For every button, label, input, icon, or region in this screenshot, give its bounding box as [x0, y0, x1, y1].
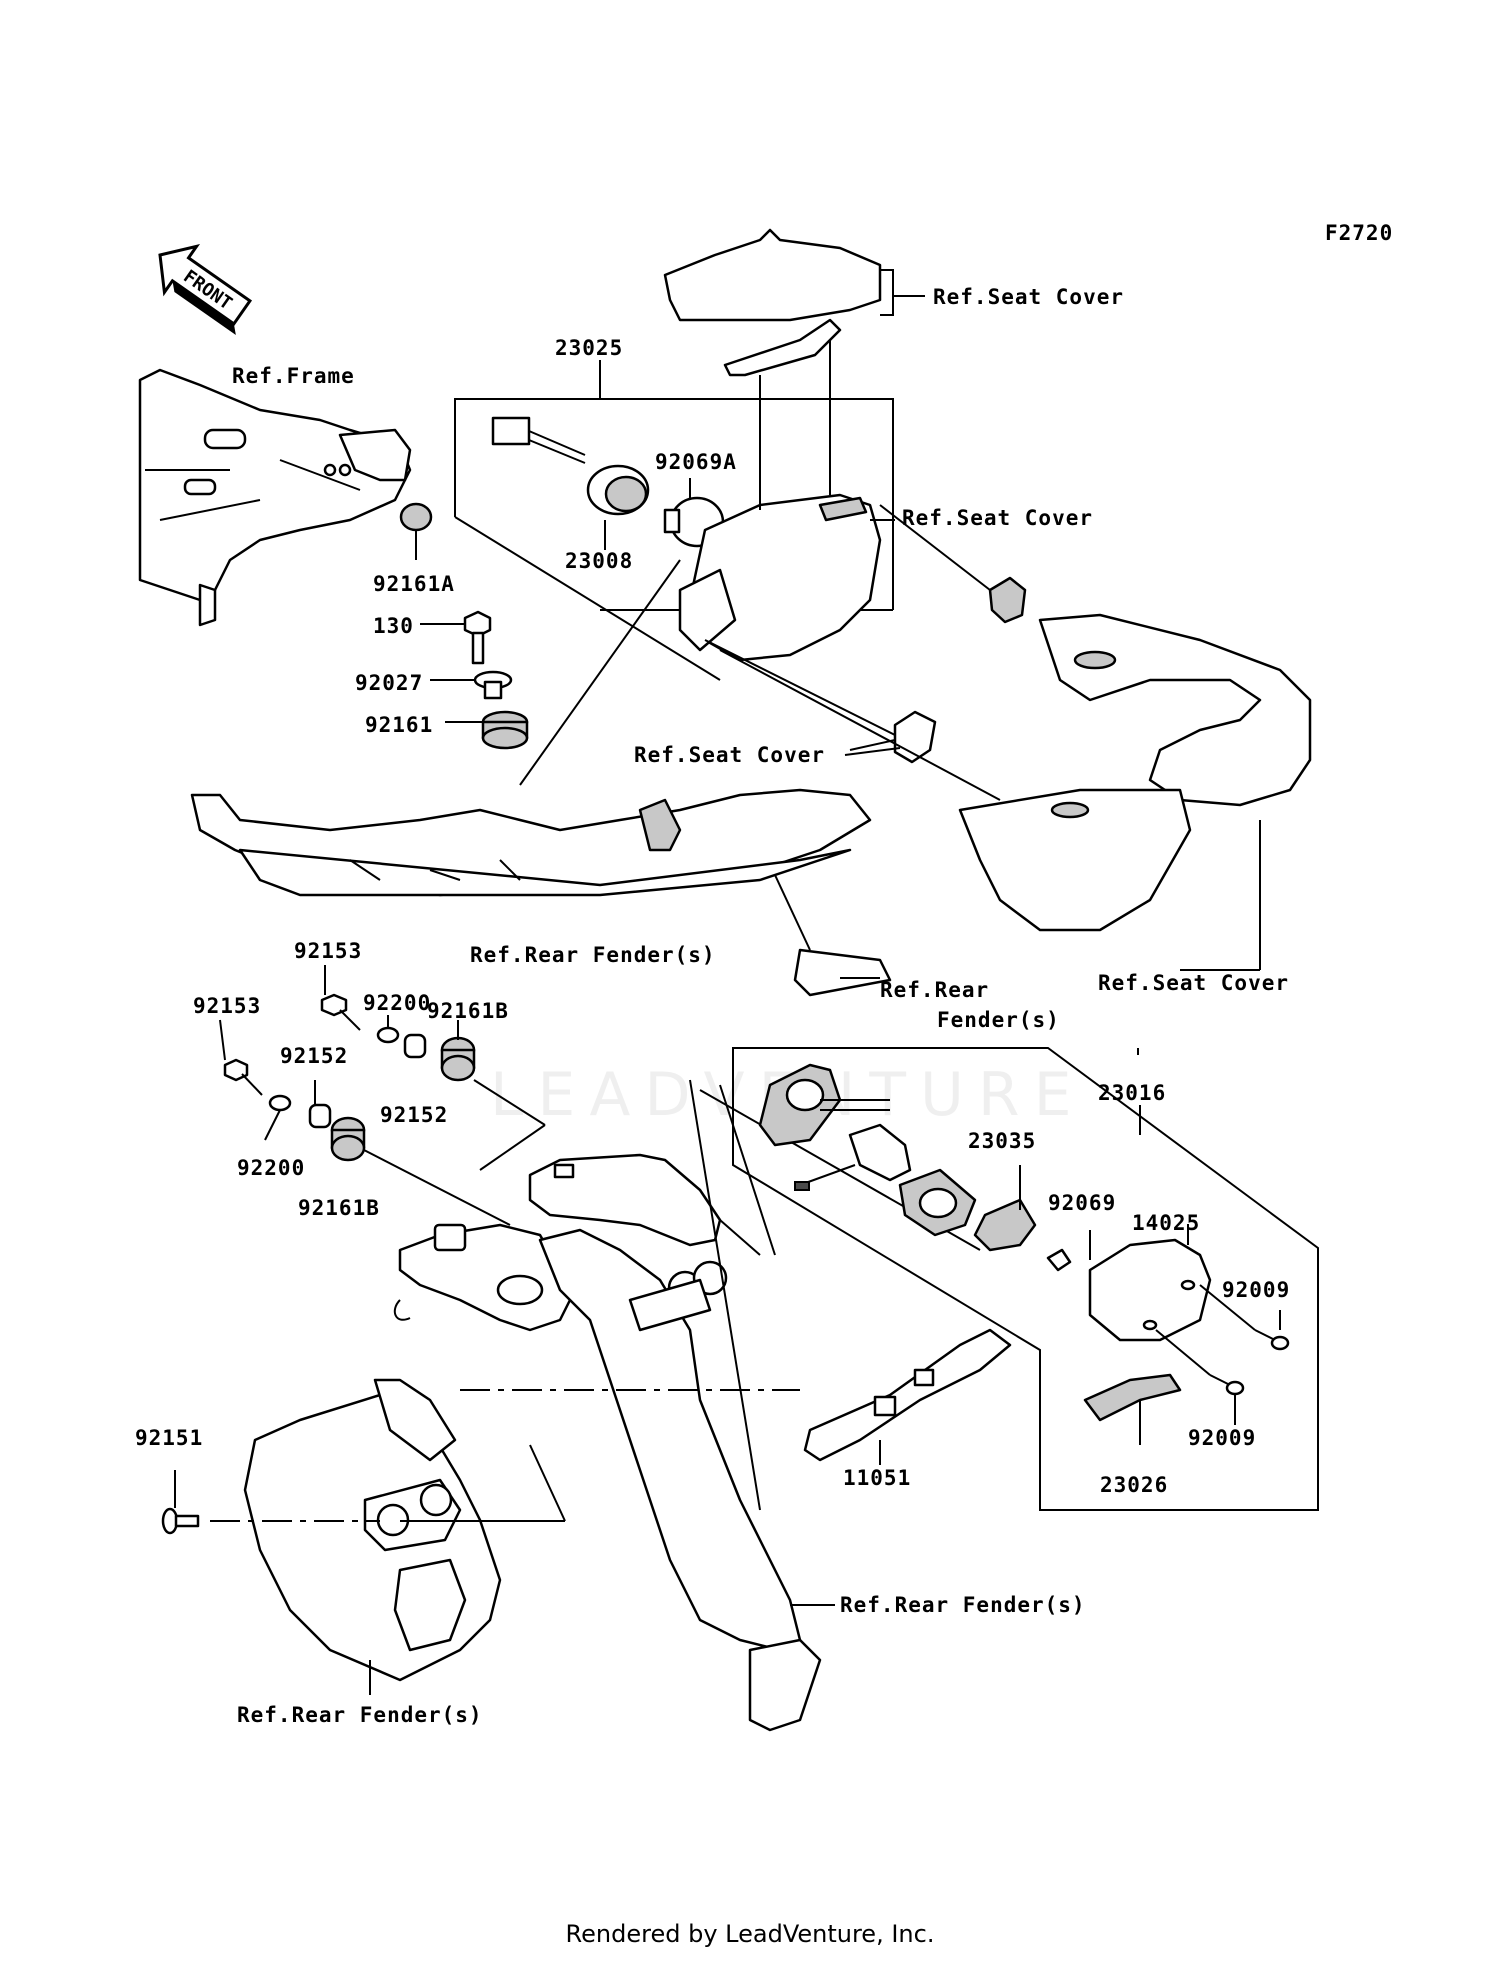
- rear-fender-lower: [243, 1378, 502, 1682]
- part-92161a: 92161A: [373, 572, 455, 596]
- label-ref-rear-fender-4: Ref.Rear Fender(s): [237, 1703, 483, 1727]
- part-14025: 14025: [1132, 1211, 1200, 1235]
- label-ref-seat-cover-1: Ref.Seat Cover: [933, 285, 1124, 309]
- seat-cover-grommet: [988, 576, 1027, 624]
- part-92161b-b: 92161B: [298, 1196, 380, 1220]
- bolt-130: [463, 610, 492, 665]
- screw-92153-b: [223, 1058, 263, 1096]
- bracket-11051: [803, 1328, 1012, 1462]
- part-92009-a: 92009: [1222, 1278, 1290, 1302]
- part-92161: 92161: [365, 713, 433, 737]
- holder-23035: [898, 1168, 977, 1237]
- part-92200-a: 92200: [363, 991, 431, 1015]
- light-socket: [794, 1123, 912, 1191]
- plug-92161a: [399, 502, 433, 532]
- grommet-92161b-b: [330, 1116, 366, 1162]
- label-ref-rear-fender-3: Ref.Rear Fender(s): [840, 1593, 1086, 1617]
- clip-23035: [973, 1198, 1037, 1252]
- bulb-92069: [1046, 1248, 1072, 1272]
- part-11051: 11051: [843, 1466, 911, 1490]
- footer-credit: Rendered by LeadVenture, Inc.: [565, 1920, 935, 1948]
- part-23025: 23025: [555, 336, 623, 360]
- part-92027: 92027: [355, 671, 423, 695]
- seat-cover-side: [958, 613, 1312, 932]
- label-ref-rear-fender-1: Ref.Rear Fender(s): [470, 943, 716, 967]
- tail-light-housing: [678, 493, 882, 662]
- frame-part: [138, 368, 412, 627]
- part-92161b-a: 92161B: [427, 999, 509, 1023]
- socket-23008: [491, 416, 650, 516]
- screw-92009-b: [1209, 1374, 1245, 1396]
- part-23026: 23026: [1100, 1473, 1168, 1497]
- part-92153-b: 92153: [193, 994, 261, 1018]
- screw-92009-a: [1254, 1329, 1290, 1351]
- label-ref-seat-cover-3: Ref.Seat Cover: [634, 743, 825, 767]
- part-92200-b: 92200: [237, 1156, 305, 1180]
- seat-cover-top: [663, 228, 882, 377]
- light-base: [758, 1063, 890, 1147]
- part-23035: 23035: [968, 1129, 1036, 1153]
- label-ref-rear-fender-2a: Ref.Rear: [880, 978, 989, 1002]
- cover-23026: [1083, 1373, 1182, 1422]
- part-92009-b: 92009: [1188, 1426, 1256, 1450]
- label-ref-frame: Ref.Frame: [232, 364, 355, 388]
- part-130: 130: [373, 614, 414, 638]
- part-92153-a: 92153: [294, 939, 362, 963]
- part-23008: 23008: [565, 549, 633, 573]
- part-92152-a: 92152: [280, 1044, 348, 1068]
- washer-92200-a: [376, 1026, 400, 1044]
- label-ref-rear-fender-2b: Fender(s): [937, 1008, 1060, 1032]
- collar-92152-b: [308, 1103, 332, 1129]
- part-92152-b: 92152: [380, 1103, 448, 1127]
- label-ref-seat-cover-2: Ref.Seat Cover: [902, 506, 1093, 530]
- front-arrow-icon: FRONT: [158, 244, 253, 335]
- label-ref-seat-cover-4: Ref.Seat Cover: [1098, 971, 1289, 995]
- washer-92200-b: [268, 1094, 292, 1112]
- license-bracket: [393, 1153, 822, 1732]
- part-92151: 92151: [135, 1426, 203, 1450]
- grommet-92161b-a: [440, 1036, 476, 1082]
- part-23016: 23016: [1098, 1081, 1166, 1105]
- fender-bracket: [793, 948, 892, 997]
- part-92069a: 92069A: [655, 450, 737, 474]
- diagram-code: F2720: [1325, 221, 1393, 245]
- bolt-92151: [161, 1507, 200, 1535]
- part-92069: 92069: [1048, 1191, 1116, 1215]
- lens-14025: [1088, 1238, 1212, 1342]
- collar-92152-a: [403, 1033, 427, 1059]
- screw-92153-a: [320, 993, 361, 1031]
- grommet-92161: [481, 710, 529, 750]
- rear-fender-upper: [190, 788, 872, 897]
